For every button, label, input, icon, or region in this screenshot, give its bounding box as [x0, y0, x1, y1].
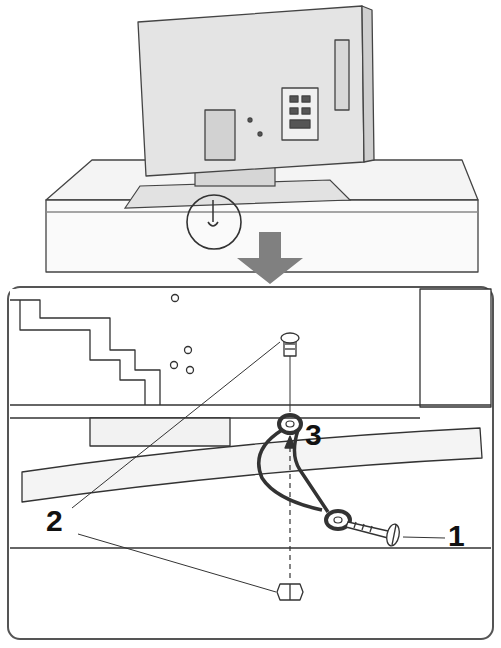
tv-back: [138, 6, 374, 176]
callout-number: 1: [448, 521, 465, 551]
callout-number: 2: [46, 506, 63, 536]
zoom-circle: [187, 195, 241, 249]
detail-view: [10, 289, 491, 600]
zoom-arrow: [237, 232, 303, 284]
detail-frame: [8, 287, 493, 639]
callout-number: 3: [305, 420, 322, 450]
